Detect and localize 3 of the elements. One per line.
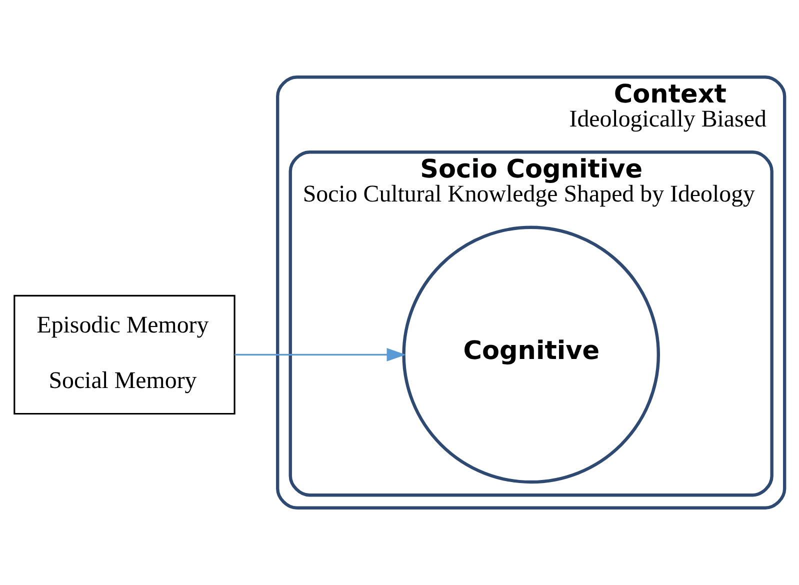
node-box: Episodic Memory Social Memory bbox=[14, 294, 236, 415]
node-circle: Cognitive bbox=[402, 226, 660, 484]
arrow bbox=[234, 348, 406, 362]
